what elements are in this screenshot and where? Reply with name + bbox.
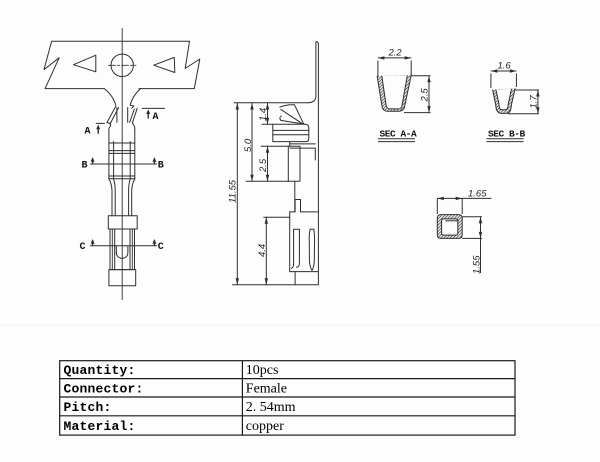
svg-text:1.6: 1.6 — [498, 61, 512, 72]
svg-text:SEC A-A: SEC A-A — [380, 129, 418, 140]
svg-text:10pcs: 10pcs — [246, 363, 279, 378]
svg-text:Female: Female — [246, 382, 287, 397]
svg-text:Material:: Material: — [64, 419, 136, 434]
svg-text:1.55: 1.55 — [472, 255, 483, 274]
svg-text:1.7: 1.7 — [529, 95, 540, 109]
svg-text:1.4: 1.4 — [258, 108, 269, 121]
svg-text:4.4: 4.4 — [257, 244, 268, 257]
svg-text:1.65: 1.65 — [468, 189, 487, 200]
svg-text:11.55: 11.55 — [228, 179, 239, 203]
svg-text:B: B — [158, 160, 164, 171]
svg-text:2.2: 2.2 — [388, 48, 403, 59]
svg-text:5.0: 5.0 — [243, 138, 254, 152]
svg-text:A: A — [153, 112, 159, 123]
svg-text:B: B — [82, 160, 88, 171]
svg-text:2.5: 2.5 — [258, 158, 269, 173]
svg-text:A: A — [85, 127, 91, 138]
svg-text:2. 54mm: 2. 54mm — [246, 400, 296, 415]
svg-text:Pitch:: Pitch: — [64, 400, 112, 415]
svg-text:C: C — [80, 242, 86, 253]
svg-text:SEC B-B: SEC B-B — [488, 129, 526, 140]
svg-text:Quantity:: Quantity: — [64, 363, 136, 378]
svg-text:Connector:: Connector: — [64, 382, 144, 397]
svg-text:2.5: 2.5 — [420, 88, 431, 103]
svg-text:C: C — [158, 242, 164, 253]
svg-text:copper: copper — [246, 419, 284, 434]
